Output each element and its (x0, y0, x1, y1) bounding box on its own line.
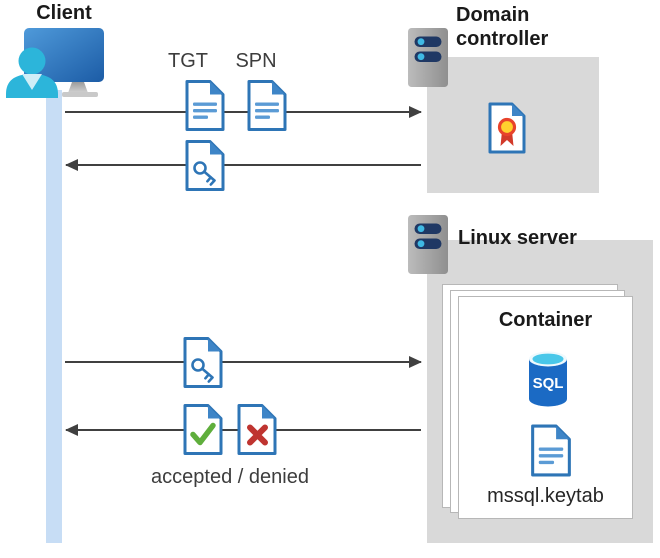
linux-server-label: Linux server (458, 227, 577, 249)
tgt-label: TGT (168, 50, 208, 72)
container-label: Container (498, 309, 593, 331)
arrowhead-right-icon (409, 356, 422, 368)
spn-label: SPN (235, 50, 277, 72)
sql-icon-text: SQL (533, 375, 564, 392)
tgt-document-icon (185, 79, 225, 132)
accepted-denied-label: accepted / denied (151, 466, 309, 488)
workstation-user-icon (2, 22, 106, 98)
domain-controller-label: Domain controller (456, 4, 549, 50)
arrow-client-to-domain-controller (65, 106, 422, 118)
container-card-front (458, 296, 633, 519)
keytab-label: mssql.keytab (487, 485, 604, 507)
denied-x-document-icon (237, 403, 277, 456)
arrowhead-left-icon (65, 159, 78, 171)
arrowhead-left-icon (65, 424, 78, 436)
client-lifeline (46, 90, 62, 543)
service-ticket-key-document-icon (183, 336, 223, 389)
sql-database-icon: SQL (527, 350, 569, 408)
arrowhead-right-icon (409, 106, 422, 118)
keytab-document-icon (530, 424, 572, 477)
domain-controller-server-icon (408, 28, 448, 87)
arrow-domain-controller-to-client (65, 159, 421, 171)
client-label: Client (36, 2, 92, 24)
service-ticket-key-document-icon (185, 139, 225, 192)
spn-document-icon (247, 79, 287, 132)
arrow-client-to-linux-server (65, 356, 422, 368)
accepted-check-document-icon (183, 403, 223, 456)
linux-server-icon (408, 215, 448, 274)
certificate-document-icon (488, 102, 526, 154)
